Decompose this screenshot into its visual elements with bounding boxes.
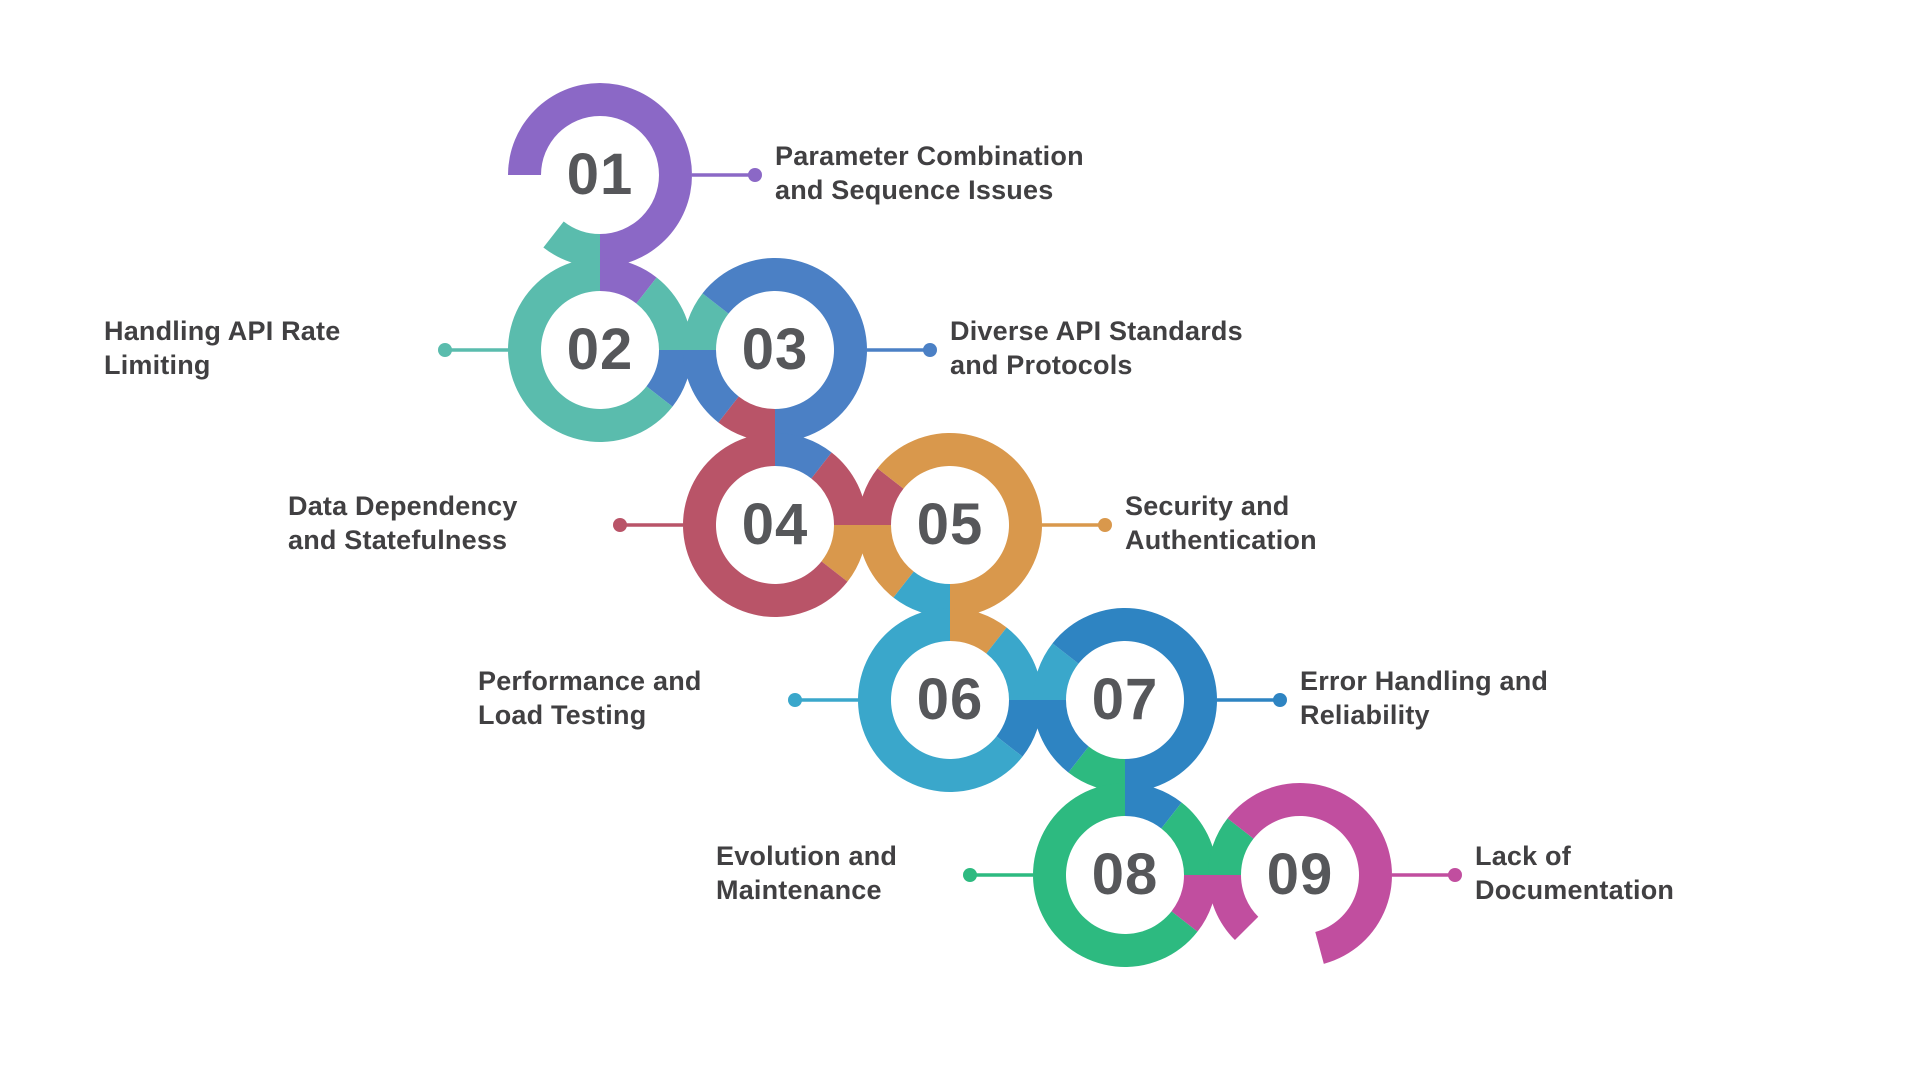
ring-02-segment-3 [508,258,673,443]
step-label-06: Performance and Load Testing [478,666,702,730]
ring-03-segment-0 [683,293,729,350]
ring-05-segment-2 [893,571,950,617]
ring-05-segment-1 [877,433,1042,617]
connector-dot-08 [963,868,977,882]
step-number-05: 05 [916,492,984,557]
connector-dot-01 [748,168,762,182]
ring-09-segment-1 [1227,783,1392,964]
ring-04-segment-2 [821,525,867,582]
ring-06-segment-1 [986,627,1042,700]
step-number-02: 02 [566,317,634,382]
step-number-09: 09 [1266,842,1334,907]
ring-02-segment-2 [646,350,693,407]
ring-03-segment-3 [683,350,739,423]
ring-05-segment-0 [858,468,904,525]
ring-04-segment-0 [775,433,832,479]
step-label-04: Data Dependency and Statefulness [288,491,518,555]
ring-08-segment-0 [1125,783,1182,829]
ring-04-segment-1 [811,452,867,525]
step-label-01: Parameter Combination and Sequence Issue… [775,141,1084,205]
ring-07-segment-1 [1052,608,1217,792]
step-number-07: 07 [1091,667,1159,732]
ring-07-segment-3 [1033,700,1089,773]
connector-dot-04 [613,518,627,532]
connector-dot-03 [923,343,937,357]
step-label-07: Error Handling and Reliability [1300,666,1549,730]
ring-03-segment-2 [718,396,775,442]
ring-02-segment-1 [636,277,692,350]
ring-06-segment-0 [950,608,1007,654]
ring-08-segment-1 [1161,802,1217,875]
connector-dot-05 [1098,518,1112,532]
ring-07-segment-2 [1068,746,1125,792]
step-label-02: Handling API Rate Limiting [104,316,341,380]
step-label-05: Security and Authentication [1125,491,1317,555]
ring-06-segment-2 [996,700,1042,757]
ring-09-segment-2 [1208,875,1259,941]
step-number-03: 03 [741,317,809,382]
step-label-09: Lack of Documentation [1475,841,1675,905]
step-label-03: Diverse API Standards and Protocols [950,316,1243,380]
connector-dot-06 [788,693,802,707]
ring-04-segment-3 [683,433,848,617]
connector-dot-07 [1273,693,1287,707]
ring-09-segment-0 [1208,818,1254,875]
step-number-04: 04 [741,492,809,557]
ring-06-segment-3 [858,608,1023,792]
connector-dot-02 [438,343,452,357]
ring-02-segment-0 [600,258,657,304]
ring-01-segment-1 [543,221,600,268]
ring-05-segment-3 [858,525,914,598]
step-label-08: Evolution and Maintenance [716,841,898,905]
ring-08-segment-3 [1033,783,1198,968]
ring-01-segment-0 [508,83,692,267]
step-number-01: 01 [566,142,634,207]
step-number-08: 08 [1091,842,1159,907]
ring-03-segment-1 [702,258,867,442]
step-number-06: 06 [916,667,984,732]
ring-07-segment-0 [1033,643,1079,700]
ring-08-segment-2 [1171,875,1217,932]
connector-dot-09 [1448,868,1462,882]
